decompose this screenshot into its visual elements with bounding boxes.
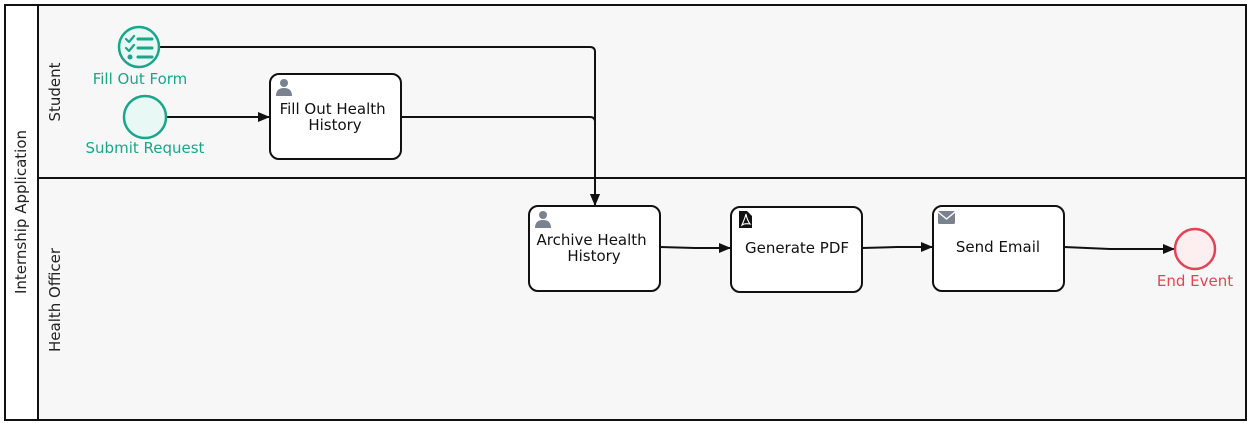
user-icon — [276, 79, 292, 96]
checklist-icon — [124, 34, 154, 60]
flow-generate-pdf-to-send-email[interactable] — [861, 242, 933, 252]
fill-out-form-label: Fill Out Form — [93, 70, 188, 88]
task-fill-out-health-history[interactable]: Fill Out Health History — [269, 73, 402, 160]
start-event-submit-request[interactable]: Submit Request — [86, 94, 205, 157]
task-box — [932, 205, 1065, 292]
user-icon — [535, 211, 551, 228]
end-event-circle — [1173, 227, 1217, 271]
end-event[interactable]: End Event — [1157, 227, 1233, 290]
flow-archive-to-generate-pdf[interactable] — [659, 243, 731, 253]
task-generate-pdf[interactable]: Generate PDF — [730, 206, 863, 293]
task-label: Archive Health History — [537, 231, 652, 265]
flow-fill-out-health-history-to-archive[interactable] — [401, 116, 600, 206]
sequence-flows — [160, 46, 1175, 254]
pdf-icon — [739, 211, 752, 228]
lane-label-student: Student — [46, 62, 64, 121]
task-box — [528, 205, 661, 292]
task-box — [269, 73, 402, 160]
lane-label-health-officer: Health Officer — [46, 247, 64, 352]
end-event-label: End Event — [1157, 272, 1233, 290]
task-label: Generate PDF — [745, 239, 849, 257]
task-send-email[interactable]: Send Email — [932, 205, 1065, 292]
start-event-circle — [122, 94, 168, 140]
lane-student[interactable]: Student — [37, 4, 1247, 179]
flow-fill-out-form-to-archive[interactable] — [160, 46, 600, 206]
envelope-icon — [937, 211, 956, 224]
pool-header — [4, 4, 39, 421]
lane-student-frame — [37, 4, 1247, 179]
task-label: Send Email — [956, 238, 1040, 256]
task-label: Fill Out Health History — [280, 100, 391, 134]
task-archive-health-history[interactable]: Archive Health History — [528, 205, 661, 292]
task-box — [730, 206, 863, 293]
start-event-fill-out-form[interactable]: Fill Out Form — [93, 25, 188, 88]
pool-label: Internship Application — [12, 130, 30, 294]
submit-request-label: Submit Request — [86, 139, 205, 157]
flow-send-email-to-end-event[interactable] — [1063, 244, 1175, 254]
